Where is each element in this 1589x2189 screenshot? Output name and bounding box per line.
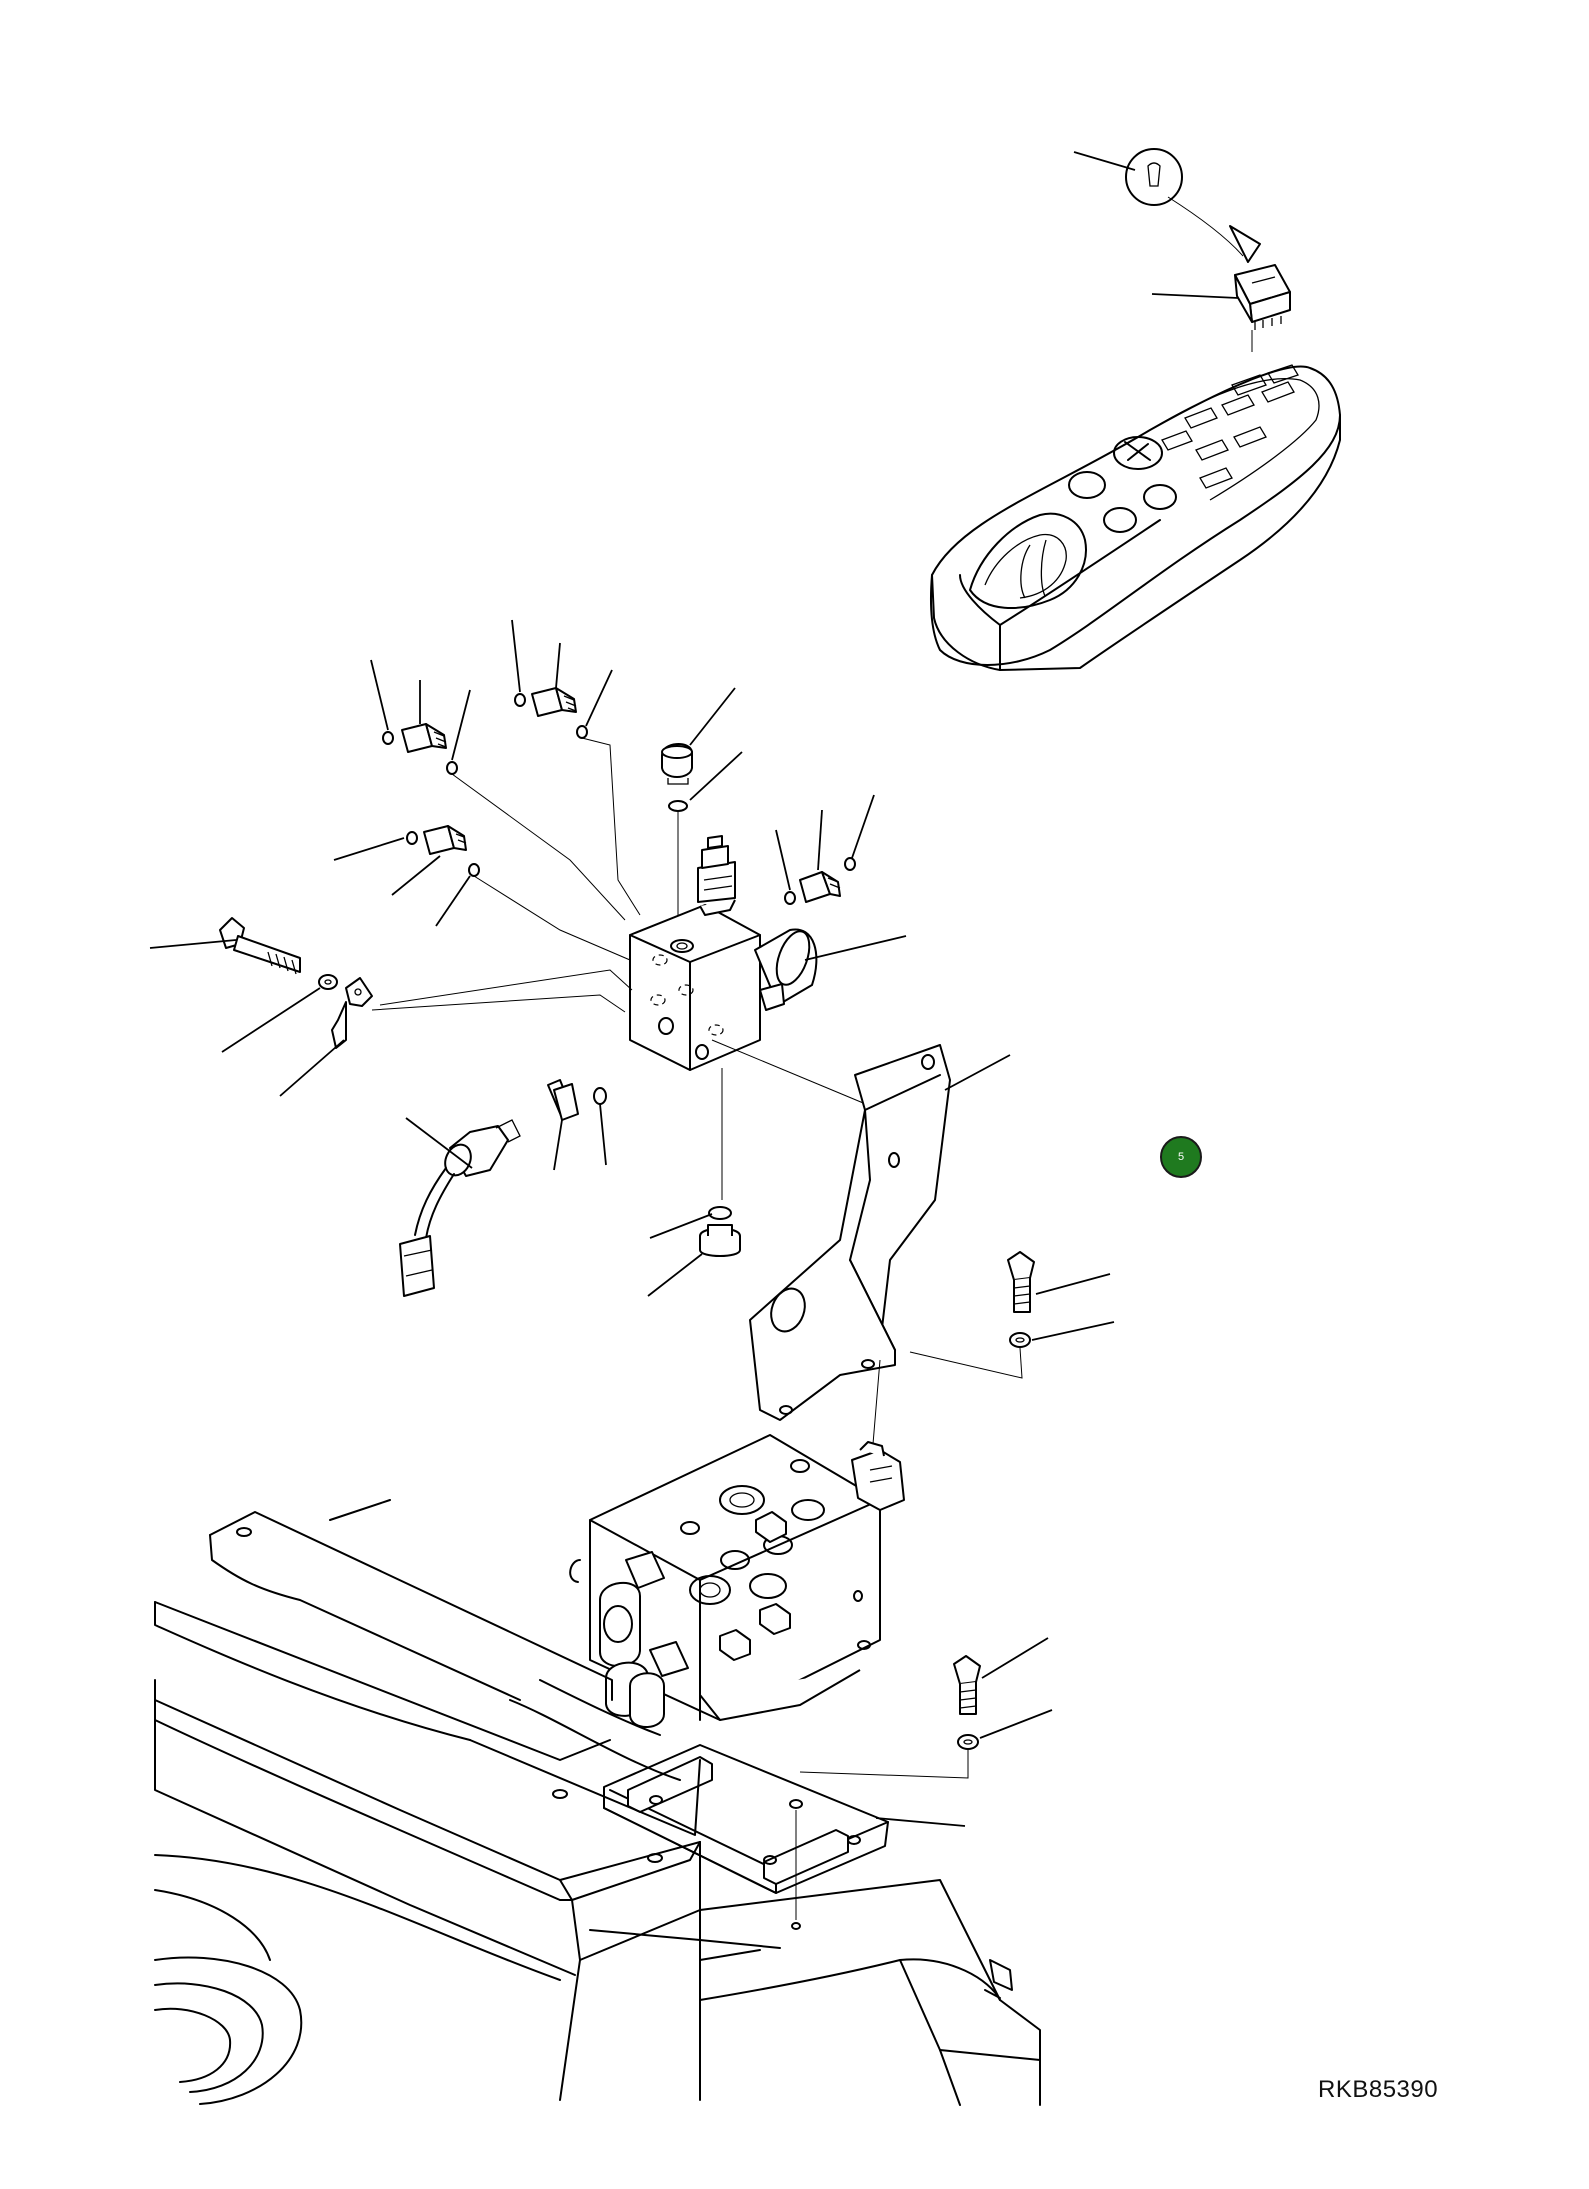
control-console: [929, 364, 1341, 671]
bracket-bolt-washer: [909, 1251, 1115, 1379]
bolt-washer-clamp: [149, 917, 626, 1097]
switch-detail-circle: [1073, 148, 1261, 263]
pressure-sensor-harness: [399, 1079, 607, 1297]
solenoid-valve-block: [379, 835, 907, 1200]
fitting-group-right: [775, 794, 875, 905]
fitting-group-upper-left: [370, 659, 626, 921]
drawing-code-label: RKB85390: [1318, 2076, 1439, 2103]
fitting-group-upper-mid: [511, 619, 641, 916]
machine-frame: [154, 1499, 1041, 2106]
cap-plug-top: [661, 687, 743, 940]
bottom-plug: [647, 1206, 741, 1297]
fitting-group-mid-left: [333, 825, 631, 961]
main-control-valve: [569, 1434, 905, 1729]
rocker-switch: [1151, 264, 1291, 352]
callout-badge[interactable]: 5: [1160, 1136, 1202, 1178]
plate-bolt-washer: [799, 1637, 1053, 1779]
mounting-bracket: [749, 1044, 1011, 1481]
